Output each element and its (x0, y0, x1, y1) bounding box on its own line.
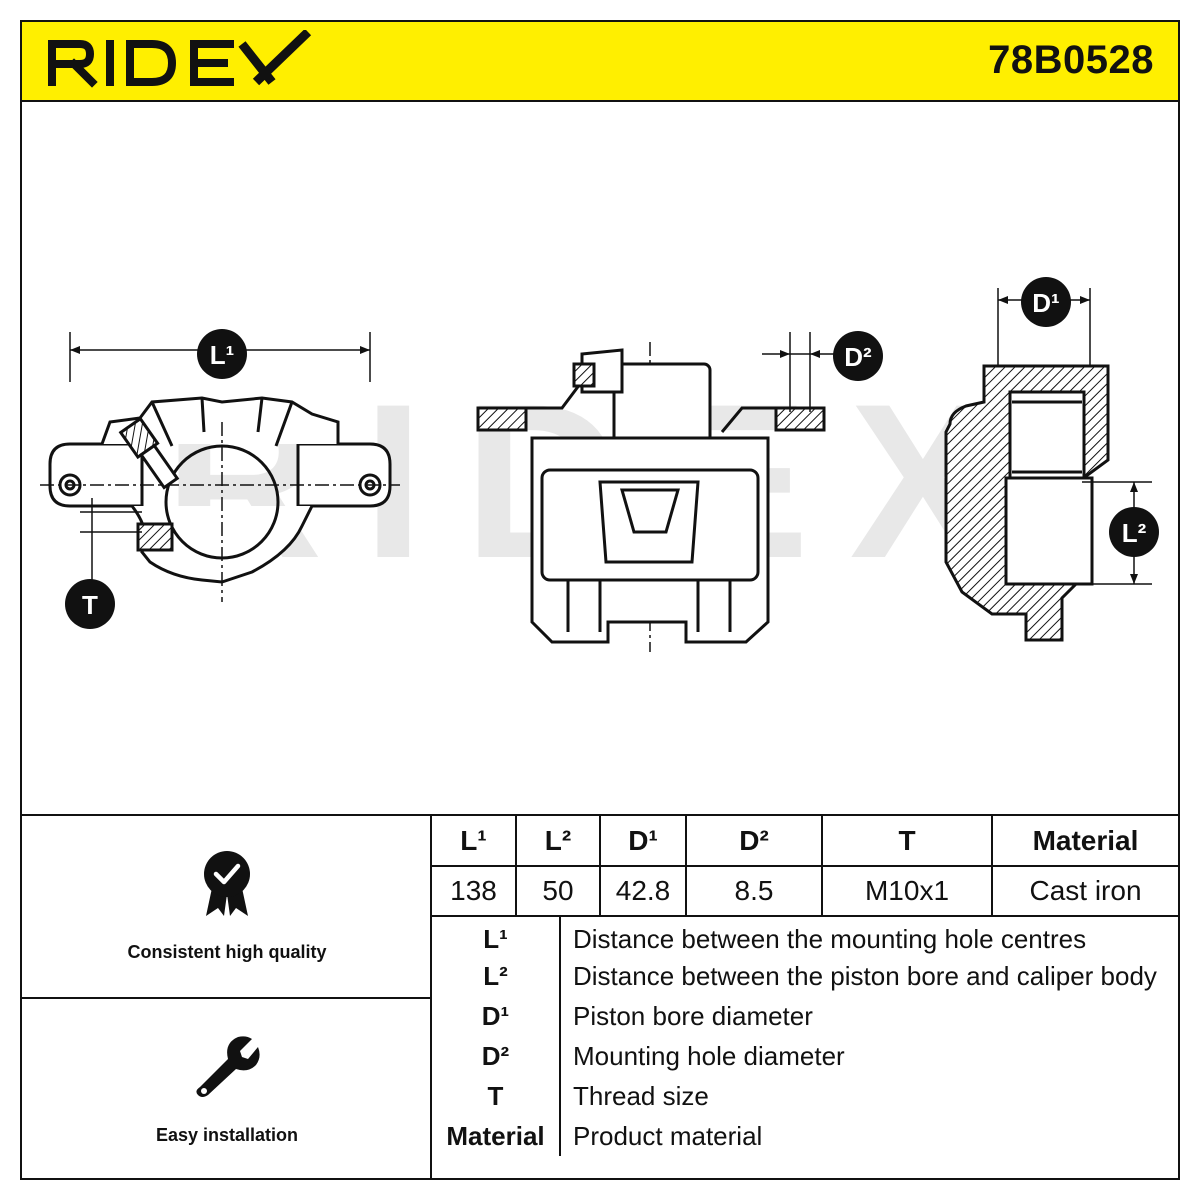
feature-quality: Consistent high quality (22, 816, 432, 999)
header-d1: D¹ (600, 816, 687, 867)
legend-symbol: Material (432, 1116, 561, 1156)
svg-text:L²: L² (1122, 518, 1147, 548)
badge-t: T (65, 579, 115, 629)
caliper-section-view (944, 288, 1152, 642)
dimensions-table: L¹ L² D¹ D² T Material 138 50 42.8 8.5 M… (432, 816, 1178, 917)
part-number: 78B0528 (988, 38, 1154, 82)
legend-description: Piston bore diameter (573, 1000, 813, 1031)
legend-symbol: D² (432, 1036, 561, 1076)
legend-row: D¹ Piston bore diameter (432, 996, 1178, 1036)
header-l1: L¹ (432, 816, 517, 867)
svg-text:D²: D² (844, 342, 872, 372)
value-material: Cast iron (992, 866, 1178, 917)
legend-description: Distance between the mounting hole centr… (573, 923, 1087, 954)
header-t: T (822, 816, 993, 867)
dimensions-header-row: L¹ L² D¹ D² T Material (432, 816, 1178, 867)
product-sheet: 78B0528 RIDEX (20, 20, 1180, 1180)
legend-row: Material Product material (432, 1116, 1178, 1156)
svg-text:L¹: L¹ (210, 340, 235, 370)
legend-row: D² Mounting hole diameter (432, 1036, 1178, 1076)
badge-l2: L² (1109, 507, 1159, 557)
brand-logo (44, 28, 314, 97)
header-d2: D² (686, 816, 823, 867)
dimensions-value-row: 138 50 42.8 8.5 M10x1 Cast iron (432, 866, 1178, 917)
legend-description: Mounting hole diameter (573, 1040, 845, 1071)
legend-row: L¹ Distance between the mounting hole ce… (432, 916, 1178, 956)
feature-installation-label: Easy installation (155, 1125, 299, 1145)
badge-d2: D² (833, 331, 883, 381)
value-d2: 8.5 (686, 866, 823, 917)
badge-d1: D¹ (1021, 277, 1071, 327)
feature-installation: Easy installation (22, 999, 432, 1180)
legend-description: Distance between the piston bore and cal… (573, 960, 1157, 991)
value-t: M10x1 (822, 866, 993, 917)
header-bar: 78B0528 (22, 22, 1178, 102)
legend-row: L² Distance between the piston bore and … (432, 956, 1178, 996)
specification-area: Consistent high quality Easy installatio… (22, 814, 1178, 1180)
caliper-front-view (476, 332, 834, 652)
legend-description: Thread size (573, 1080, 709, 1111)
legend-symbol: T (432, 1076, 561, 1116)
legend-row: T Thread size (432, 1076, 1178, 1116)
value-d1: 42.8 (600, 866, 687, 917)
value-l2: 50 (516, 866, 601, 917)
caliper-side-view (40, 332, 400, 602)
legend-symbol: L¹ (432, 916, 561, 956)
legend-table: L¹ Distance between the mounting hole ce… (432, 916, 1178, 1156)
header-l2: L² (516, 816, 601, 867)
legend-symbol: D¹ (432, 996, 561, 1036)
value-l1: 138 (432, 866, 517, 917)
quality-badge-icon (202, 850, 252, 925)
badge-l1: L¹ (197, 329, 247, 379)
svg-text:D¹: D¹ (1032, 288, 1059, 318)
header-material: Material (992, 816, 1178, 867)
legend-description: Product material (573, 1120, 763, 1151)
feature-quality-label: Consistent high quality (127, 942, 327, 962)
legend-symbol: L² (432, 956, 561, 996)
divider-vertical (430, 816, 432, 1180)
svg-text:T: T (82, 590, 98, 620)
wrench-icon (192, 1033, 262, 1108)
technical-drawing: RIDEX (22, 102, 1178, 814)
